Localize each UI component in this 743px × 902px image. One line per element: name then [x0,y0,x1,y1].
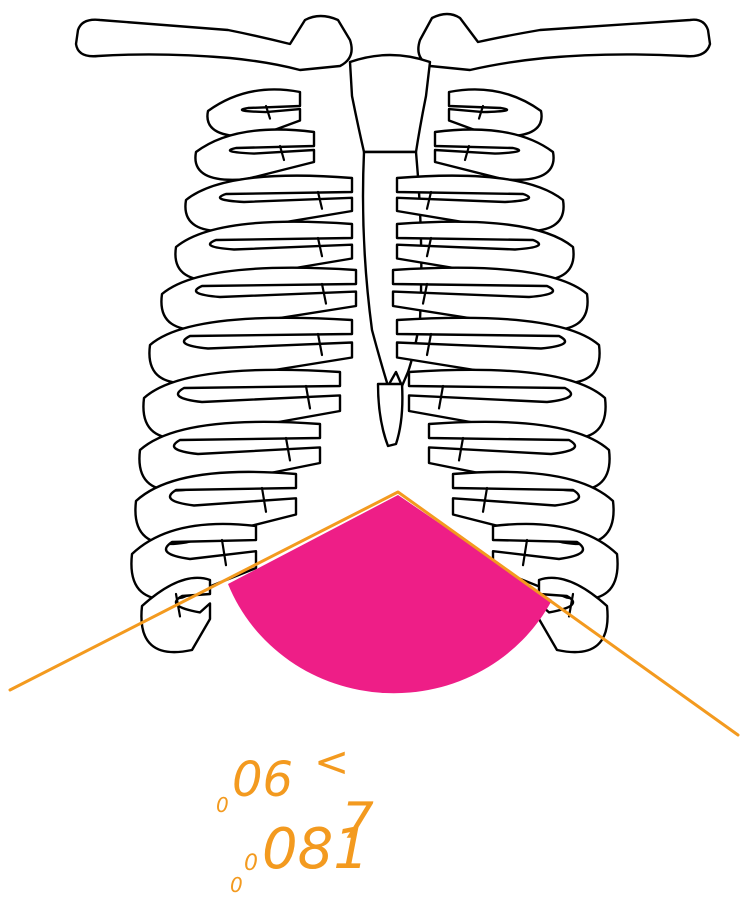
rib-right-2 [435,130,554,180]
degree-mark-1: 0 [216,793,229,817]
comparison-symbol-1: < [314,737,349,786]
leading-mark-2: 0 [230,873,243,897]
comparison-symbol-2: 7 [342,792,374,850]
angle-annotation: 0 06 < 0 0 081 7 [216,737,374,897]
right-clavicle [418,14,710,70]
xiphoid-process [378,384,402,446]
degree-mark-2: 0 [244,851,258,876]
left-clavicle [76,16,352,70]
manubrium [350,55,430,152]
substernal-angle [10,492,738,735]
rib-left-2 [195,130,314,180]
angle-digits-1: 06 [232,752,293,808]
